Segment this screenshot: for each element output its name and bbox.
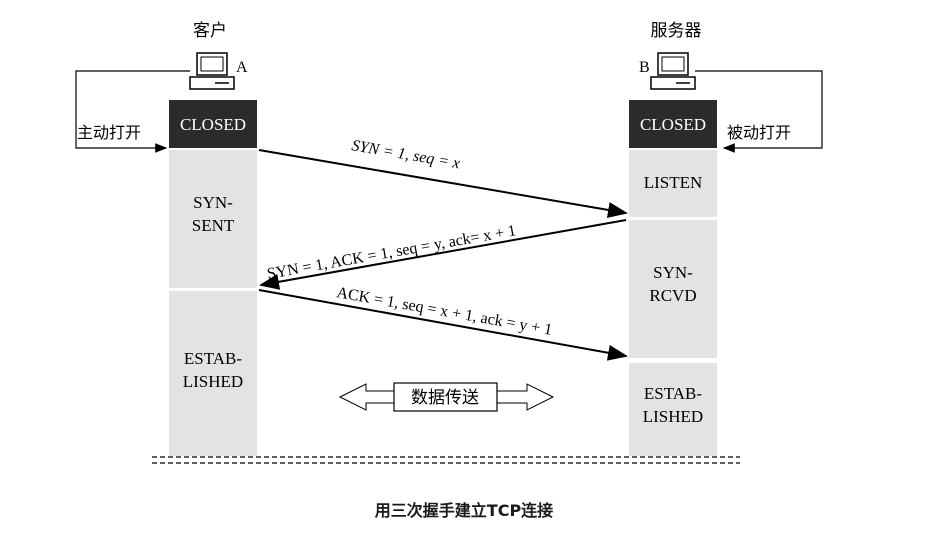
tcp-handshake-diagram: 客户 A 服务器 B 主动打开 被动打开 CLOSED SYN- SENT ES…	[75, 21, 823, 464]
passive-open-arrow	[695, 70, 823, 153]
server-established-label-2: LISHED	[643, 407, 703, 426]
server-syn-rcvd-label-2: RCVD	[649, 286, 696, 305]
client-established-label-2: LISHED	[183, 372, 243, 391]
server-title: 服务器	[651, 21, 702, 40]
ack-arrow	[258, 289, 628, 361]
server-established-label-1: ESTAB-	[644, 384, 702, 403]
client-syn-sent-label-2: SENT	[192, 216, 235, 235]
client-established-label-1: ESTAB-	[184, 349, 242, 368]
data-transfer-label: 数据传送	[411, 388, 479, 408]
syn-message-label: SYN = 1, seq = x	[350, 137, 461, 172]
syn-ack-message-label: SYN = 1, ACK = 1, seq = y, ack= x + 1	[266, 222, 518, 283]
client-syn-sent-label-1: SYN-	[193, 193, 233, 212]
syn-arrow	[258, 149, 628, 218]
client-computer-icon	[189, 52, 235, 90]
client-closed-state	[169, 100, 257, 148]
figure-caption: 用三次握手建立TCP连接	[374, 501, 554, 520]
server-closed-state	[629, 100, 717, 148]
passive-open-label: 被动打开	[727, 123, 791, 142]
syn-ack-arrow	[259, 219, 627, 290]
server-listen-label: LISTEN	[644, 173, 703, 192]
server-tag: B	[639, 59, 650, 76]
client-title: 客户	[193, 21, 227, 40]
server-listen-state	[629, 150, 717, 217]
active-open-label: 主动打开	[77, 123, 141, 142]
server-established-state	[629, 363, 717, 456]
ack-message-label: ACK = 1, seq = x + 1, ack = y + 1	[335, 284, 553, 339]
server-closed-label: CLOSED	[640, 115, 706, 134]
client-syn-sent-state	[169, 150, 257, 288]
server-computer-icon	[650, 52, 696, 90]
active-open-arrow	[75, 70, 190, 153]
server-syn-rcvd-label-1: SYN-	[653, 263, 693, 282]
client-closed-label: CLOSED	[180, 115, 246, 134]
server-syn-rcvd-state	[629, 220, 717, 358]
data-transfer-arrow	[338, 382, 555, 412]
client-established-state	[169, 291, 257, 456]
client-tag: A	[236, 59, 248, 76]
